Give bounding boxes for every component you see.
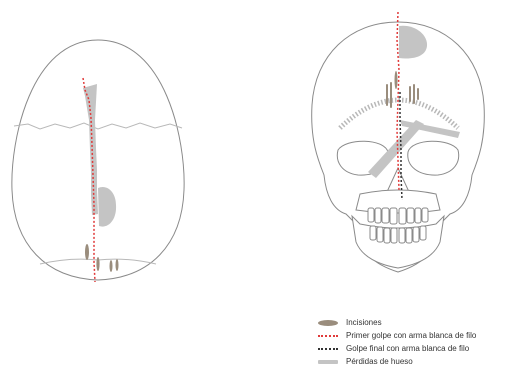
legend-item: Golpe final con arma blanca de filo [318,342,528,355]
skull-frontal-view [312,12,485,272]
final-blow-swatch [318,348,338,350]
legend-label: Incisiones [346,318,382,327]
legend-label: Primer golpe con arma blanca de filo [346,331,476,340]
first-blow-swatch [318,335,338,337]
bone-loss-swatch [318,360,338,364]
superior-skull-outline [12,40,184,280]
incision-swatch [318,320,338,326]
legend-item: Primer golpe con arma blanca de filo [318,329,528,342]
legend-item: Incisiones [318,316,528,329]
legend: Incisiones Primer golpe con arma blanca … [318,316,528,368]
legend-label: Pérdidas de hueso [346,357,413,366]
skull-superior-view [12,40,184,282]
legend-label: Golpe final con arma blanca de filo [346,344,469,353]
legend-item: Pérdidas de hueso [318,355,528,368]
